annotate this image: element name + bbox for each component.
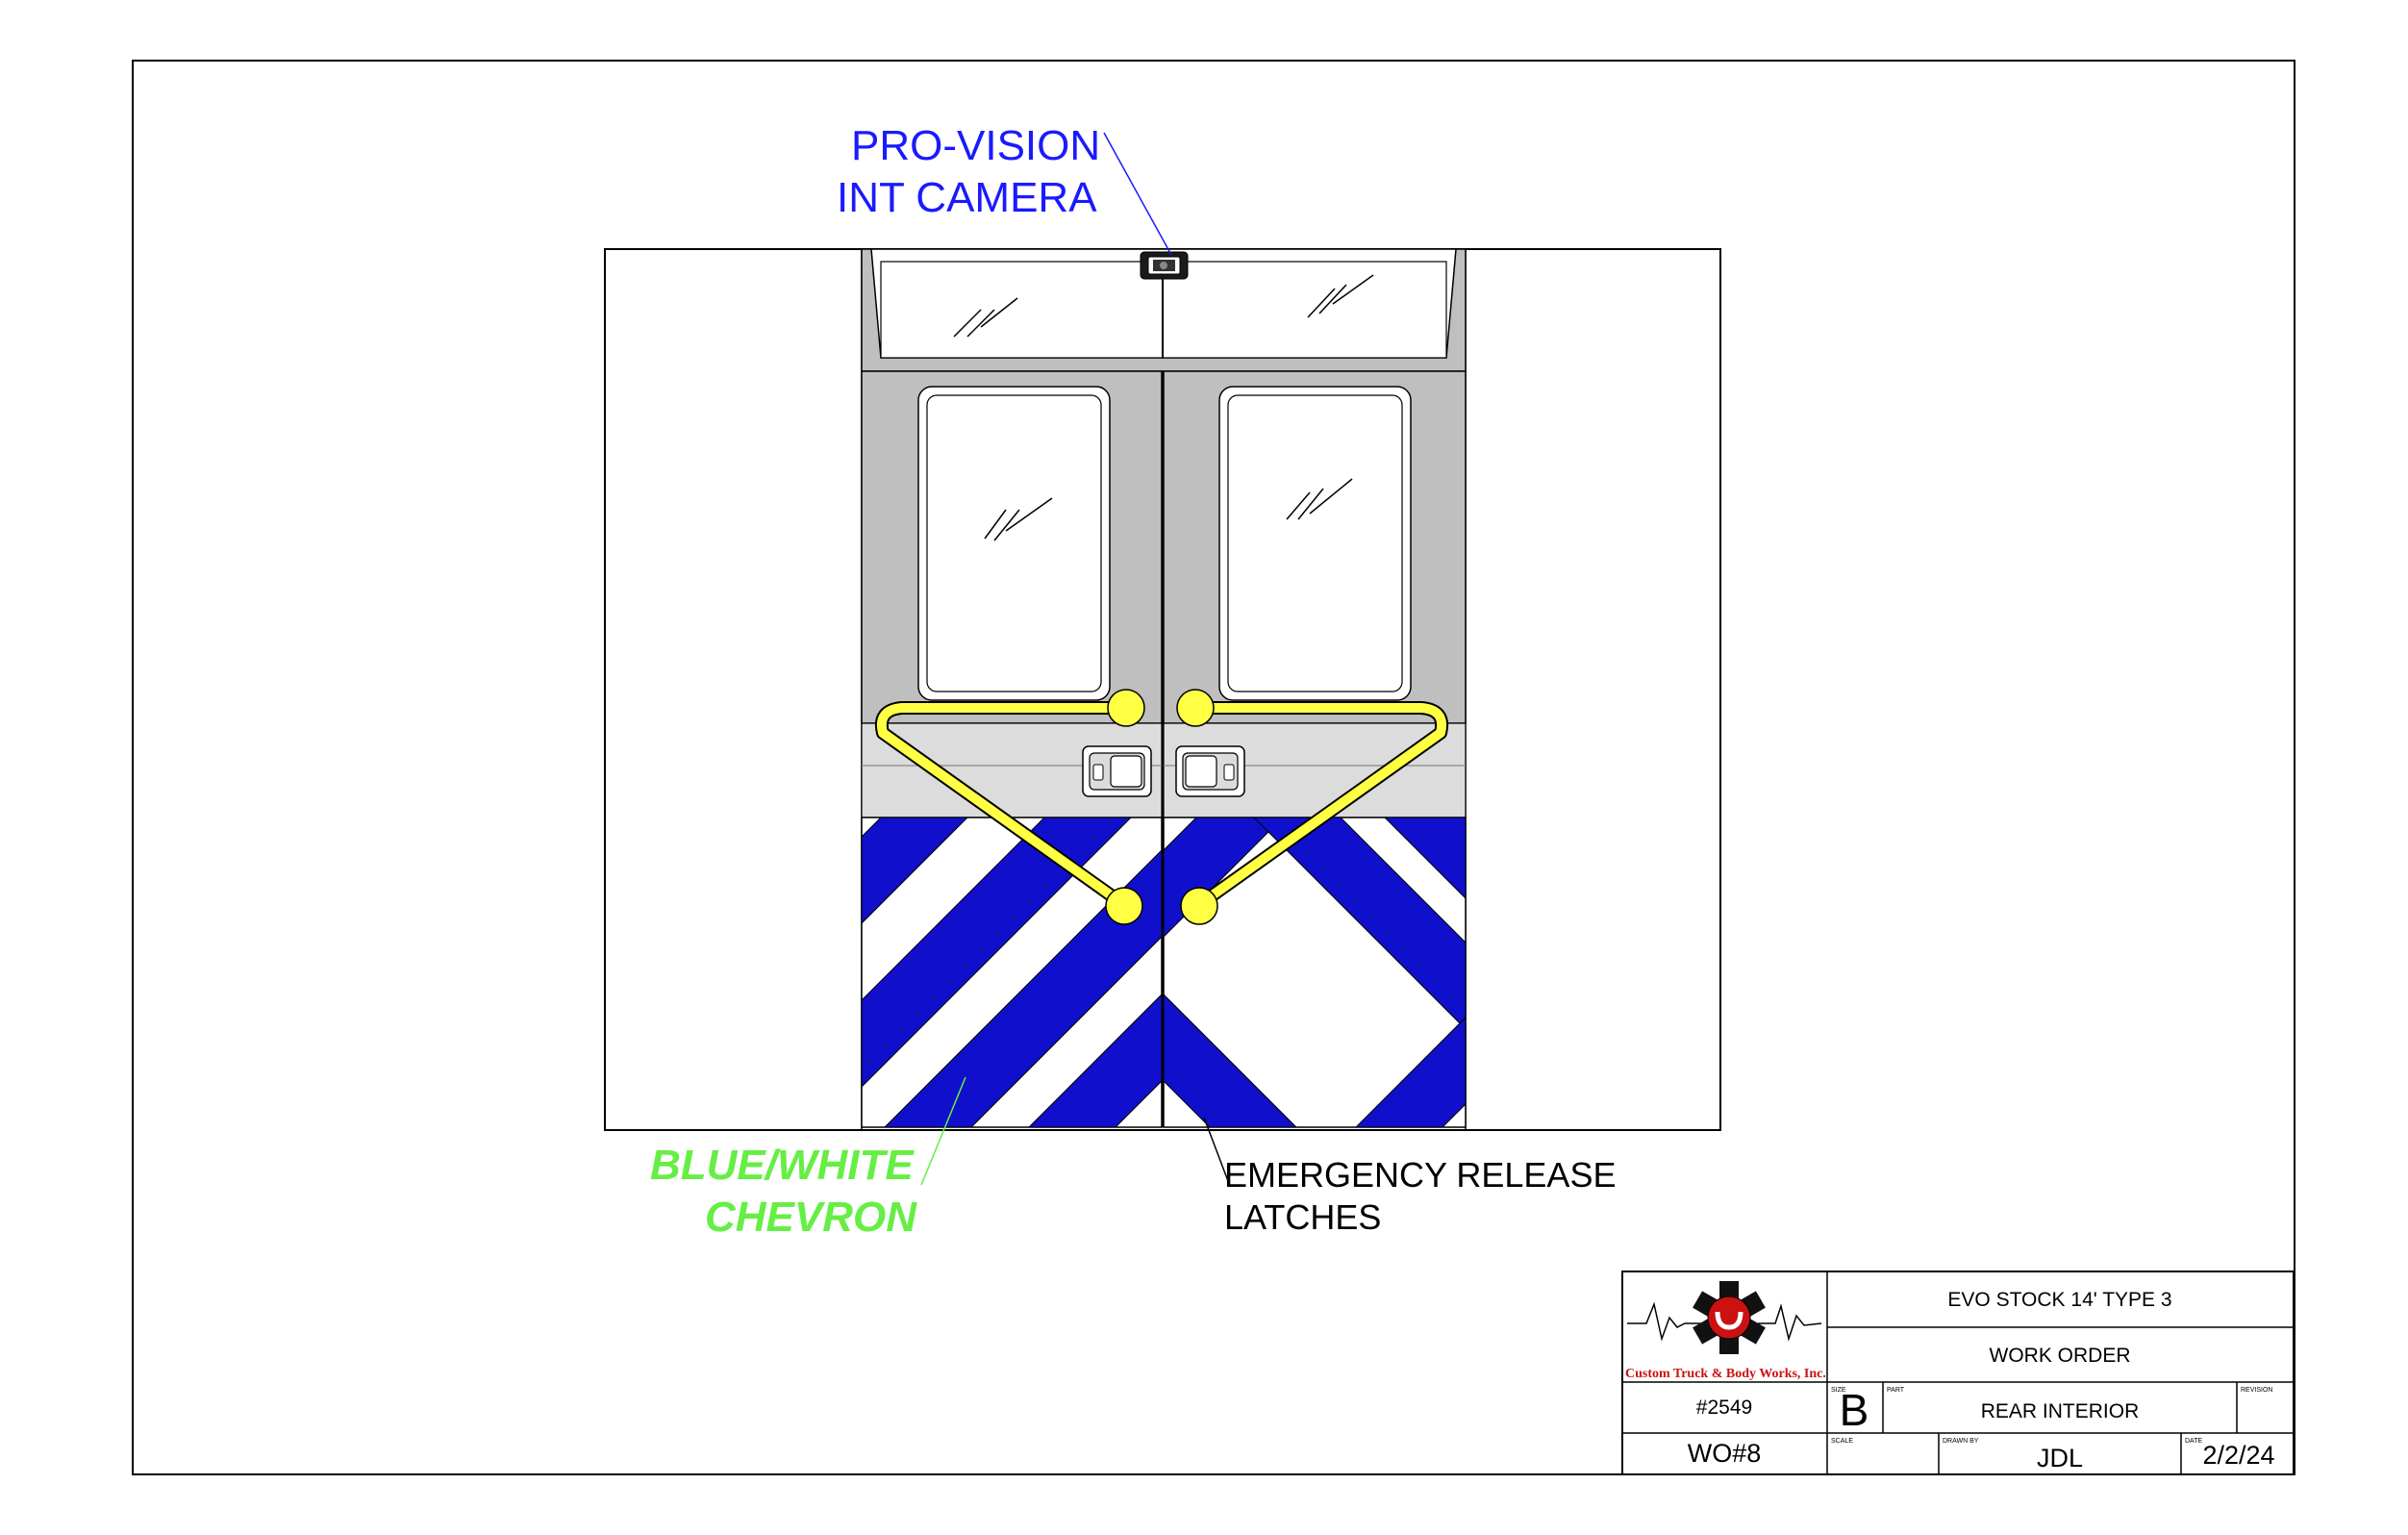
size-label: SIZE	[1831, 1387, 1846, 1394]
left-chevron-stripes	[862, 818, 1162, 1127]
date-label: DATE	[2185, 1438, 2202, 1445]
star-of-life-logo: Custom Truck & Body Works, Inc.	[1625, 1281, 1826, 1381]
chevron-leader-line	[920, 1076, 966, 1186]
size-value: B	[1840, 1385, 1869, 1435]
sheet-border	[132, 60, 2295, 1475]
release-callout-line2: LATCHES	[1224, 1197, 1381, 1237]
scale-label: SCALE	[1831, 1438, 1853, 1445]
camera-callout-line2: INT CAMERA	[837, 174, 1097, 221]
date-value: 2/2/24	[2202, 1441, 2274, 1470]
left-latch	[1082, 745, 1152, 797]
camera-callout-line1: PRO-VISION	[851, 122, 1100, 169]
right-grab-bar	[1176, 689, 1448, 925]
drawn-by-label: DRAWN BY	[1943, 1438, 1979, 1445]
logo-text: Custom Truck & Body Works, Inc.	[1625, 1367, 1826, 1381]
left-door-window	[917, 386, 1111, 701]
right-chevron-stripes	[1164, 818, 1466, 1127]
right-door-window	[1218, 386, 1412, 701]
release-leader-line	[1203, 1117, 1229, 1182]
title-block-title: EVO STOCK 14' TYPE 3	[1947, 1289, 2171, 1311]
left-grab-bar	[875, 689, 1145, 925]
chevron-callout-line1: BLUE/WHITE	[650, 1142, 915, 1189]
right-latch	[1175, 745, 1245, 797]
camera-leader-line	[1103, 132, 1172, 256]
release-callout-line1: EMERGENCY RELEASE	[1224, 1155, 1616, 1195]
title-block-subtitle: WORK ORDER	[1990, 1345, 2131, 1367]
title-block-number: #2549	[1696, 1397, 1752, 1419]
part-value: REAR INTERIOR	[1981, 1400, 2140, 1422]
title-block-work-order: WO#8	[1688, 1439, 1762, 1468]
chevron-callout-line2: CHEVRON	[705, 1194, 917, 1241]
part-label: PART	[1887, 1387, 1905, 1394]
drawn-by-value: JDL	[2037, 1444, 2083, 1472]
revision-label: REVISION	[2241, 1387, 2272, 1394]
camera-icon	[1140, 251, 1189, 280]
